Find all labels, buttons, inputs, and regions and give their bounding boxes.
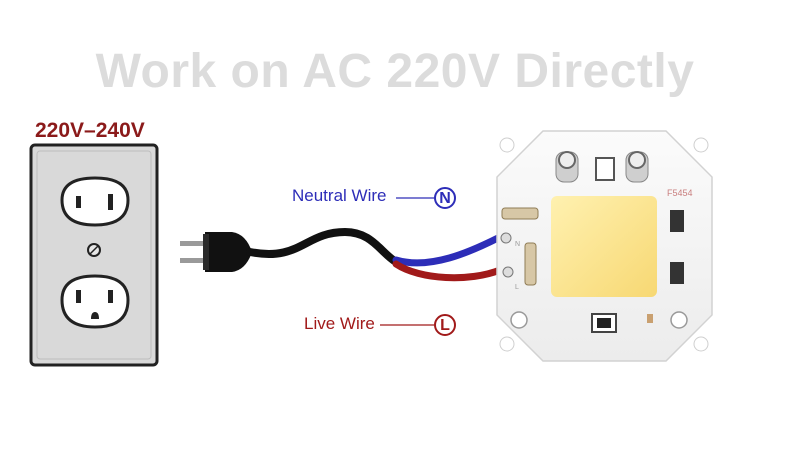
neutral-wire: [392, 234, 502, 267]
led-model-label: F5454: [667, 188, 693, 198]
power-plug: [180, 232, 252, 272]
pad-label-l: L: [515, 284, 519, 291]
live-wire-label: Live Wire: [304, 314, 375, 333]
smd-component: [647, 314, 653, 323]
wall-outlet: [29, 143, 159, 367]
power-cable: [246, 227, 400, 266]
outlet-screw: [87, 243, 101, 257]
neutral-pad: [500, 232, 512, 244]
outlet-socket-bottom: [60, 274, 130, 329]
voltage-label: 220V–240V: [35, 119, 145, 142]
led-module: F5454 N L: [496, 130, 713, 362]
pad-label-n: N: [515, 241, 520, 248]
top-capacitor-right: [625, 151, 649, 183]
mount-hole-left: [510, 311, 528, 329]
resistor-1: [501, 207, 539, 220]
led-chip: [551, 196, 657, 297]
driver-chip-2: [670, 262, 684, 284]
top-chip: [595, 157, 615, 181]
headline: Work on AC 220V Directly: [95, 45, 695, 98]
driver-chip-1: [670, 210, 684, 232]
top-capacitor-left: [555, 151, 579, 183]
neutral-symbol: N: [434, 187, 456, 209]
resistor-2: [524, 242, 537, 286]
live-symbol: L: [434, 314, 456, 336]
live-pad: [502, 266, 514, 278]
outlet-socket-top: [60, 176, 130, 227]
neutral-wire-label: Neutral Wire: [292, 186, 387, 205]
mount-hole-right: [670, 311, 688, 329]
live-wire: [392, 260, 504, 282]
